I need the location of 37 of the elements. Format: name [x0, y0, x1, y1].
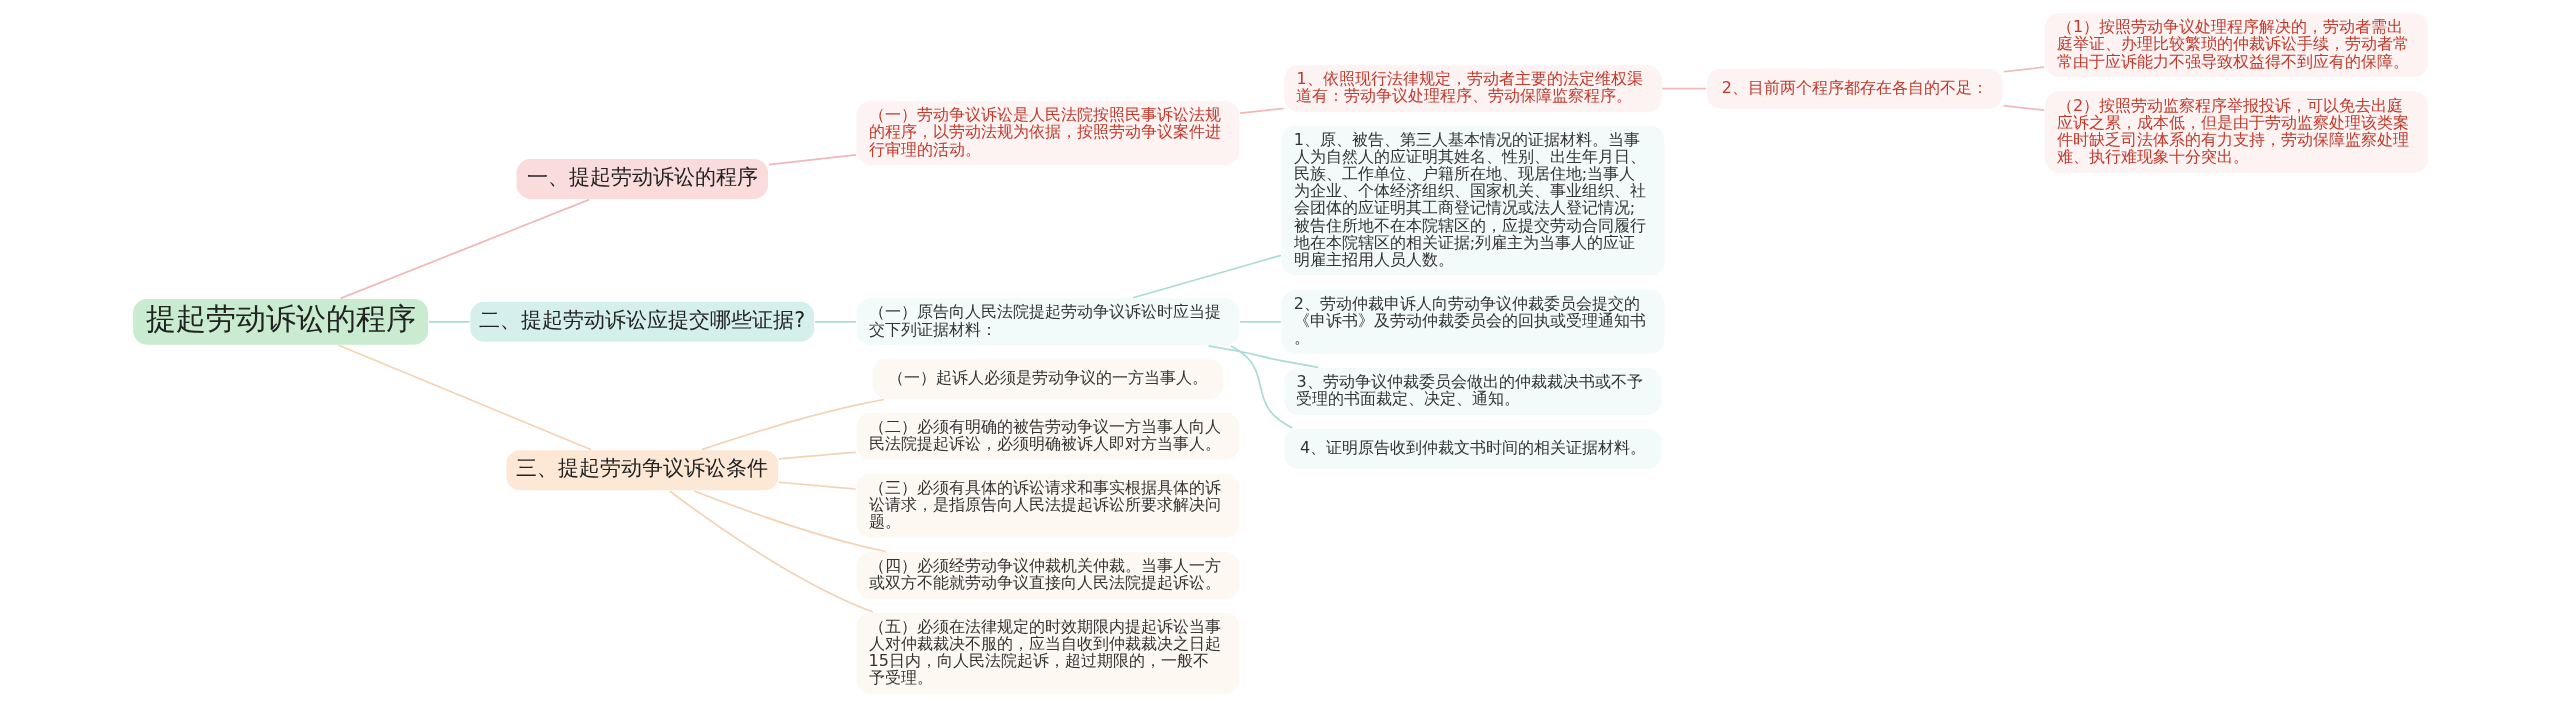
connector: [777, 481, 857, 490]
connector: [1238, 107, 1285, 114]
node-box: 一、提起劳动诉讼的程序: [514, 157, 769, 201]
node-box: 提起劳动诉讼的程序: [131, 297, 429, 346]
connector: [2002, 66, 2045, 73]
connector: [1229, 345, 1293, 429]
connector: [700, 398, 885, 451]
node-box: 三、提起劳动争议诉讼条件: [504, 449, 779, 492]
node-box: （三）必须有具体的诉讼请求和事实根据具体的诉讼请求，是指原告向人民法提起诉讼所要求解决问题。: [854, 472, 1240, 539]
connector: [692, 490, 886, 553]
node-box: 2、劳动仲裁申诉人向劳动争议仲裁委员会提交的《申诉书》及劳动仲裁委员会的回执或受理通知书。: [1280, 288, 1666, 355]
node-box: （一）劳动争议诉讼是人民法院按照民事诉讼法规的程序，以劳动法规为依据，按照劳动争议案件进行审理的活动。: [854, 100, 1240, 167]
connector: [1660, 87, 1707, 90]
connector: [1238, 320, 1282, 323]
node-box: 4、证明原告收到仲裁文书时间的相关证据材料。: [1282, 427, 1663, 470]
connector: [337, 344, 592, 451]
node-box: （1）按照劳动争议处理程序解决的，劳动者需出庭举证、办理比较繁琐的仲裁诉讼手续，劳动者常常由于应诉能力不强导致权益得不到应有的保障。: [2043, 12, 2429, 79]
node-box: 2、目前两个程序都存在各自的不足：: [1705, 67, 2004, 110]
node-box: 3、劳动争议仲裁委员会做出的仲裁裁决书或不予受理的书面裁定、决定、通知。: [1282, 366, 1663, 417]
connector: [1131, 254, 1282, 299]
connector: [1207, 344, 1319, 369]
connector: [777, 451, 857, 460]
node-box: （四）必须经劳动争议仲裁机关仲裁。当事人一方或双方不能就劳动争议直接向人民法院提起诉讼。: [854, 550, 1240, 601]
node-box: 1、依照现行法律规定，劳动者主要的法定维权渠道有：劳动争议处理程序、劳动保障监察程序。: [1282, 64, 1663, 114]
connector: [767, 154, 857, 166]
connector: [339, 198, 590, 300]
node-box: 二、提起劳动诉讼应提交哪些证据?: [468, 300, 815, 343]
node-box: （二）必须有明确的被告劳动争议一方当事人向人民法院提起诉讼，必须明确被诉人即对方当事人。: [854, 411, 1240, 461]
node-box: 1、原、被告、第三人基本情况的证据材料。当事人为自然人的应证明其姓名、性别、出生年月日、民族、工作单位、户籍所在地、现居住地;当事人为企业、个体经济组织、国家机关、事业组织、社会团体的应证明其工商登记情况或法人登记情况;被告住所地不在本院辖区的，应提交劳动合同履行地在本院辖区的相关证据;列雇主为当事人的应证明雇主招用人员人数。: [1280, 124, 1666, 277]
connector: [2002, 104, 2045, 112]
node-box: （一）起诉人必须是劳动争议的一方当事人。: [870, 357, 1224, 401]
node-box: （一）原告向人民法院提起劳动争议诉讼时应当提交下列证据材料：: [854, 297, 1240, 347]
node-box: （五）必须在法律规定的时效期限内提起诉讼当事人对仲裁裁决不服的，应当自收到仲裁裁决之日起15日内，向人民法院起诉，超过期限的，一般不予受理。: [854, 611, 1240, 695]
connector: [668, 490, 874, 613]
node-box: （2）按照劳动监察程序举报投诉，可以免去出庭应诉之累，成本低，但是由于劳动监察处理该类案件时缺乏司法体系的有力支持，劳动保障监察处理难、执行难现象十分突出。: [2043, 90, 2429, 174]
connector: [813, 320, 857, 323]
connector: [427, 320, 470, 323]
